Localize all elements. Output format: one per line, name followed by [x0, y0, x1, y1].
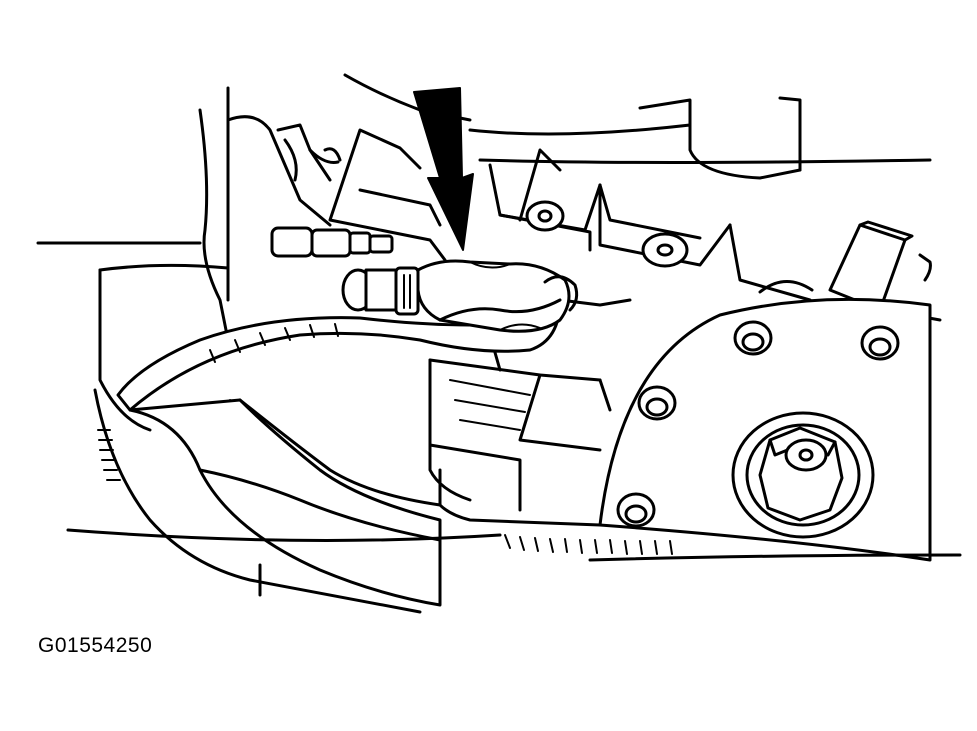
wiring-harness	[93, 288, 673, 614]
sensor-connector	[416, 259, 579, 333]
figure-code: G01554250	[38, 634, 153, 657]
fitting-assembly	[270, 226, 420, 316]
lower-edge	[66, 528, 962, 597]
mount-bracket	[828, 220, 914, 312]
arrow-down-icon	[413, 87, 474, 251]
case-bolts	[323, 147, 814, 294]
output-flange	[598, 297, 932, 562]
